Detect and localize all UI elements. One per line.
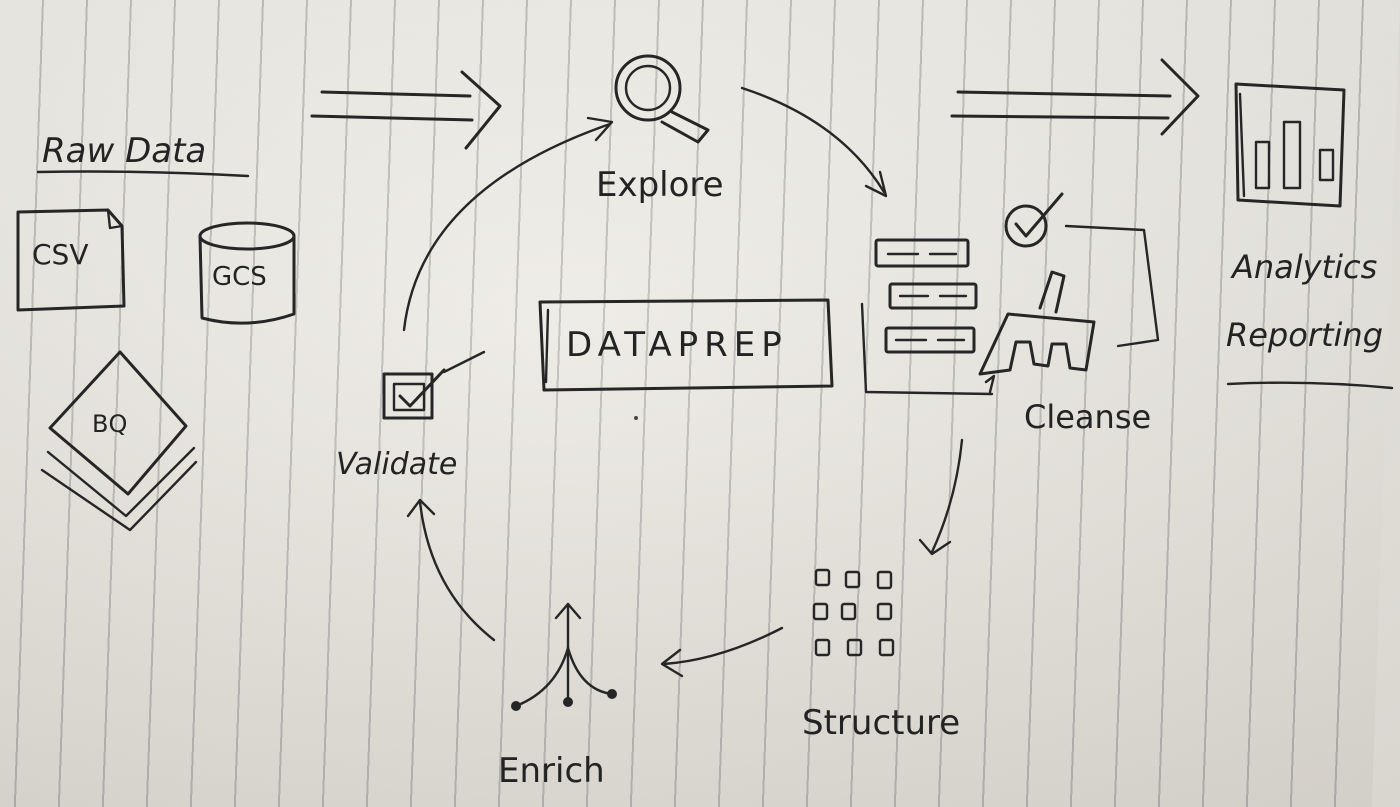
- csv-document-icon: CSV: [16, 208, 126, 312]
- raw-data-title: Raw Data: [42, 131, 206, 171]
- bq-stack-icon: BQ: [40, 350, 198, 532]
- raw-data-underline: [36, 170, 250, 178]
- validate-label: Validate: [336, 447, 457, 482]
- check-circle-icon: [1004, 192, 1160, 348]
- analytics-chart-icon: [1234, 82, 1346, 208]
- arrow-validate-to-explore: [402, 116, 614, 332]
- output-double-arrow: [950, 58, 1200, 136]
- gcs-cylinder-icon: GCS: [198, 221, 296, 325]
- gcs-label: GCS: [212, 262, 267, 292]
- server-stack-icon: [860, 238, 994, 396]
- arrow-structure-to-enrich: [660, 626, 784, 678]
- cleanse-label: Cleanse: [1024, 398, 1151, 436]
- bq-label: BQ: [92, 410, 127, 438]
- dataprep-box: DATAPREP: [538, 298, 834, 392]
- arrow-explore-to-cleanse: [740, 86, 888, 198]
- dataprep-label: DATAPREP: [566, 325, 788, 365]
- reporting-label: Reporting: [1226, 316, 1383, 354]
- arrow-cleanse-to-structure: [918, 438, 964, 556]
- enrich-label: Enrich: [498, 751, 605, 791]
- input-double-arrow: [310, 70, 502, 150]
- enrich-branch-icon: [511, 602, 617, 711]
- output-underline: [1226, 381, 1394, 390]
- explore-label: Explore: [596, 165, 724, 205]
- magnifier-icon: [614, 54, 710, 144]
- structure-grid-icon: [812, 568, 895, 657]
- validate-checkbox-icon: [382, 350, 486, 420]
- csv-label: CSV: [32, 238, 88, 271]
- pencil-dot: [634, 416, 638, 420]
- analytics-label: Analytics: [1230, 248, 1377, 286]
- arrow-enrich-to-validate: [406, 498, 496, 642]
- structure-label: Structure: [802, 703, 960, 743]
- broom-icon: [978, 270, 1096, 394]
